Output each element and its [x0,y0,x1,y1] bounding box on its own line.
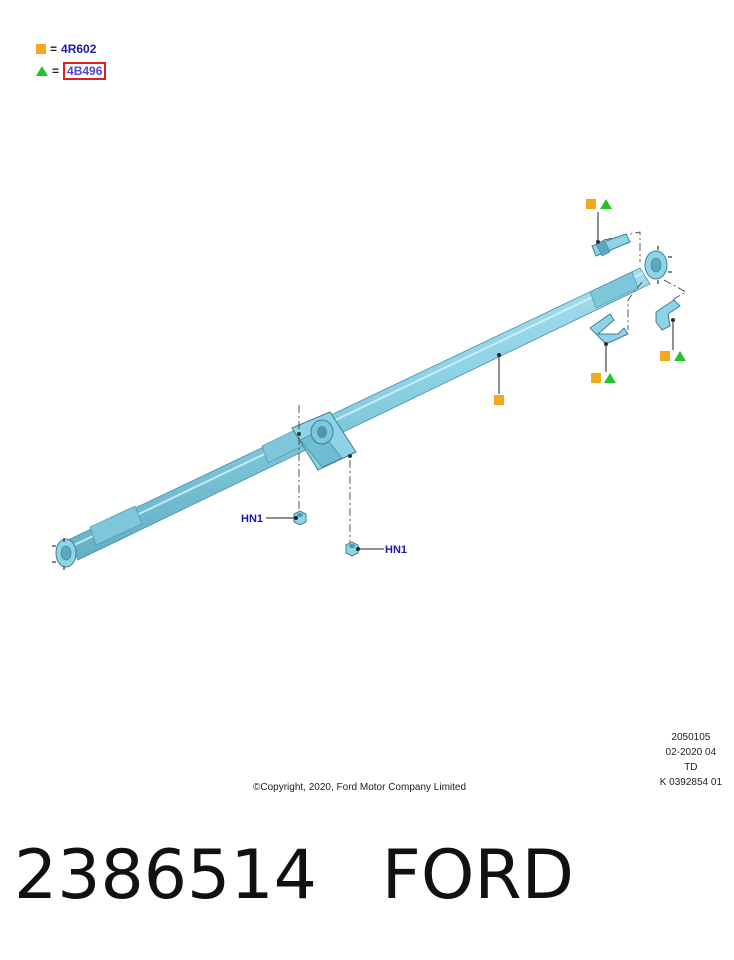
lower-right-bracket[interactable] [655,299,681,331]
part-number-line: 2386514 FORD [14,836,574,915]
callout-square-icon[interactable] [494,395,504,405]
callout-square-icon[interactable] [660,351,670,361]
drawing-id: 2050105 [671,732,711,743]
callout-hn1-left[interactable]: HN1 [241,513,263,525]
drawing-code: TD [684,762,698,773]
front-flange[interactable] [52,538,77,570]
leader-lines [266,212,674,550]
legend-row-4b496: = 4B496 [36,60,107,82]
leader-dots [294,353,501,551]
callout-triangle-icon[interactable] [600,199,612,209]
square-symbol-icon [36,44,46,54]
legend-code-4b496[interactable]: 4B496 [63,62,107,80]
callout-square-icon[interactable] [586,199,596,209]
legend-code-4r602[interactable]: 4R602 [61,42,97,56]
upper-bracket[interactable] [591,233,631,257]
lower-left-bracket[interactable] [589,313,629,346]
legend: = 4R602 = 4B496 [36,38,107,82]
driveshaft-tube[interactable] [67,267,651,561]
legend-equals: = [52,64,60,78]
brand-name: FORD [381,836,574,915]
legend-equals: = [50,42,58,56]
center-bearing-bracket[interactable] [291,411,357,471]
drawing-date: 02-2020 04 [665,747,717,758]
drawing-ref: K 0392854 01 [659,777,722,788]
drawing-info: 2050105 02-2020 04 TD K 0392854 01 [660,730,722,790]
callout-triangle-icon[interactable] [674,351,686,361]
callout-square-icon[interactable] [591,373,601,383]
rear-flange[interactable] [644,246,672,284]
part-number: 2386514 [14,836,317,915]
legend-row-4r602: = 4R602 [36,38,106,60]
nut-hn1-left[interactable] [293,510,307,526]
copyright-text: ©Copyright, 2020, Ford Motor Company Lim… [253,782,467,793]
callout-hn1-right[interactable]: HN1 [385,544,407,556]
callout-triangle-icon[interactable] [604,373,616,383]
triangle-symbol-icon [36,66,48,76]
nut-hn1-right[interactable] [345,541,359,557]
